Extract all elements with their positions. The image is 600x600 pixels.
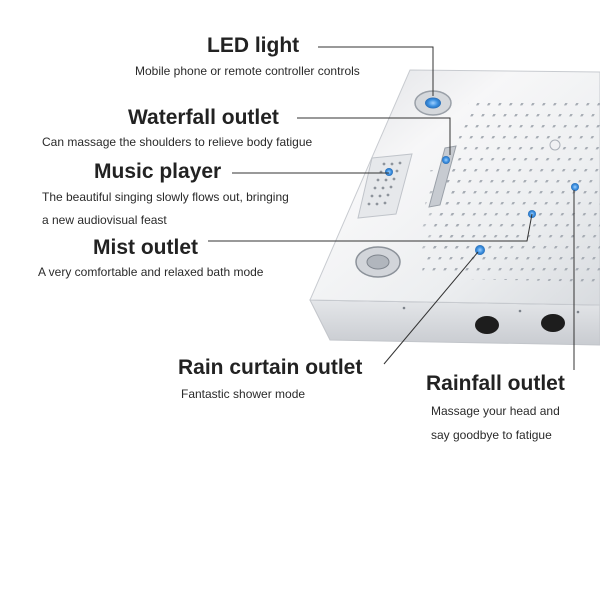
leader-line-waterfall <box>297 117 451 155</box>
nozzle-grid <box>418 170 470 255</box>
rainfall-indicator-dot <box>571 183 579 191</box>
leader-line-mist <box>208 213 533 242</box>
led-light-title: LED light <box>207 34 300 57</box>
waterfall-indicator-dot <box>442 156 450 164</box>
center-nozzle <box>549 139 561 151</box>
leader-line-led <box>318 46 434 96</box>
rainfall-outlet-title: Rainfall outlet <box>426 372 565 395</box>
rainfall-outlet-desc-line1: Massage your head and <box>431 404 560 418</box>
mist-outlet-desc: A very comfortable and relaxed bath mode <box>38 265 264 279</box>
mist-outlet-title: Mist outlet <box>93 236 198 259</box>
led-light-lens <box>425 97 441 109</box>
waterfall-outlet-title: Waterfall outlet <box>128 106 279 129</box>
music-indicator-dot <box>385 168 393 176</box>
rainfall-outlet-desc-line2: say goodbye to fatigue <box>431 428 552 442</box>
led-light-desc: Mobile phone or remote controller contro… <box>135 64 360 78</box>
music-speaker-grille <box>357 153 413 219</box>
music-player-desc-line1: The beautiful singing slowly flows out, … <box>42 190 289 204</box>
leader-line-rain-curtain <box>383 251 479 365</box>
water-inlet <box>541 314 565 332</box>
rain-curtain-outlet-title: Rain curtain outlet <box>178 356 363 379</box>
rain-curtain-outlet-desc: Fantastic shower mode <box>181 387 306 401</box>
waterfall-outlet-desc: Can massage the shoulders to relieve bod… <box>42 135 313 149</box>
water-inlet <box>475 316 499 334</box>
music-player-desc-line2: a new audiovisual feast <box>42 213 167 227</box>
music-player-title: Music player <box>94 160 222 183</box>
